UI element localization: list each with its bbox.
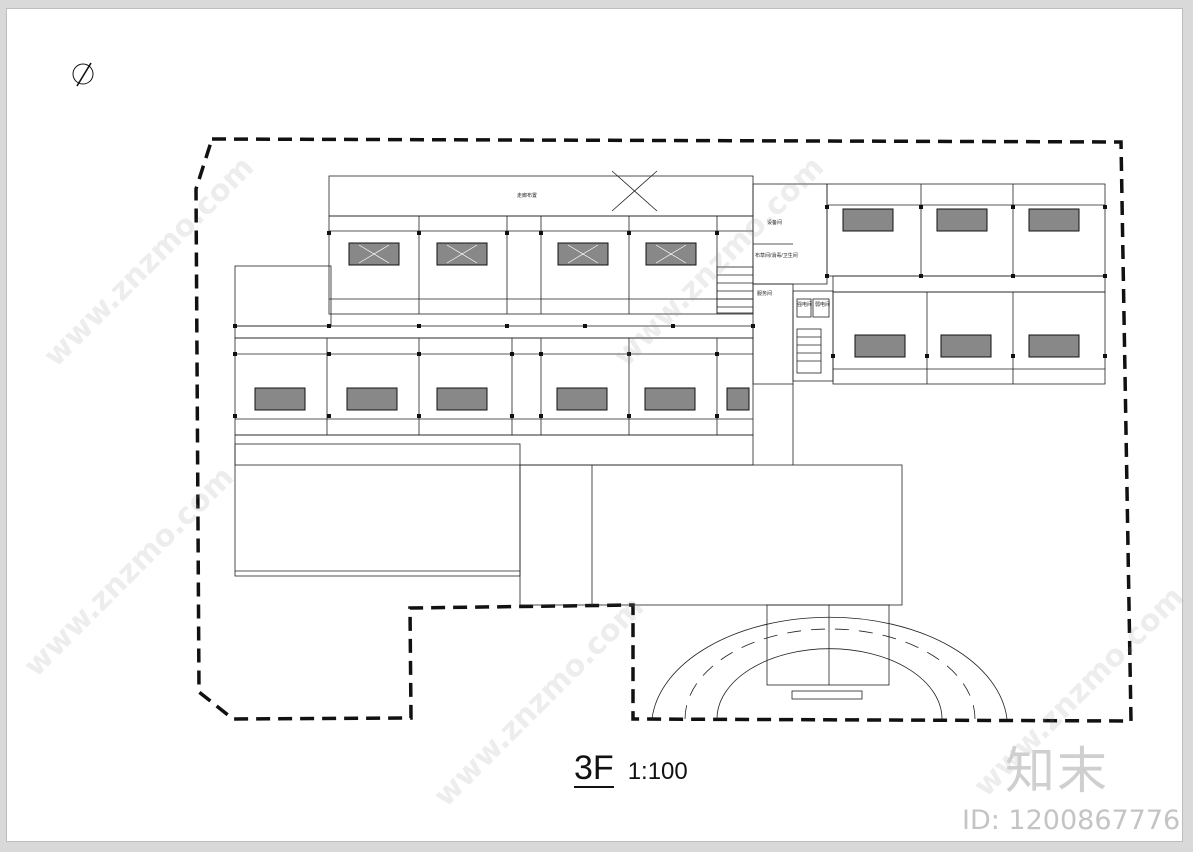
floor-label: 3F [574,749,614,788]
room-label-power: 强电间 [797,302,813,308]
guest-beds-west-bottom [254,387,750,411]
east-columns [825,205,1107,358]
room-partitions-bottom [235,338,753,435]
room-label-signal: 弱电间 [815,302,831,308]
bed-cross-marks [358,244,687,264]
id-watermark: ID: 1200867776 [962,805,1181,836]
guest-beds-east [842,208,1080,358]
room-label-linen: 布草间/消毒/卫生间 [755,253,798,259]
west-wing [234,170,754,577]
room-label-corridor: 走廊布置 [517,193,538,199]
north-arrow-icon [72,62,94,87]
drawing-sheet: 走廊布置 设备间 布草间/消毒/卫生间 服务间 强电间 弱电间 3F 1:100… [6,8,1191,842]
room-label-equipment: 设备间 [767,220,783,226]
brand-watermark: 知末 [1005,742,1109,800]
east-wing [792,183,1106,465]
drawing-title-block: 3F 1:100 [574,751,688,788]
floor-plan [72,62,1133,723]
site-boundary [194,137,1133,723]
podium-roof [519,464,1008,720]
room-label-service: 服务间 [757,291,773,297]
scale-label: 1:100 [627,758,688,785]
guest-beds-west-top [348,242,697,266]
